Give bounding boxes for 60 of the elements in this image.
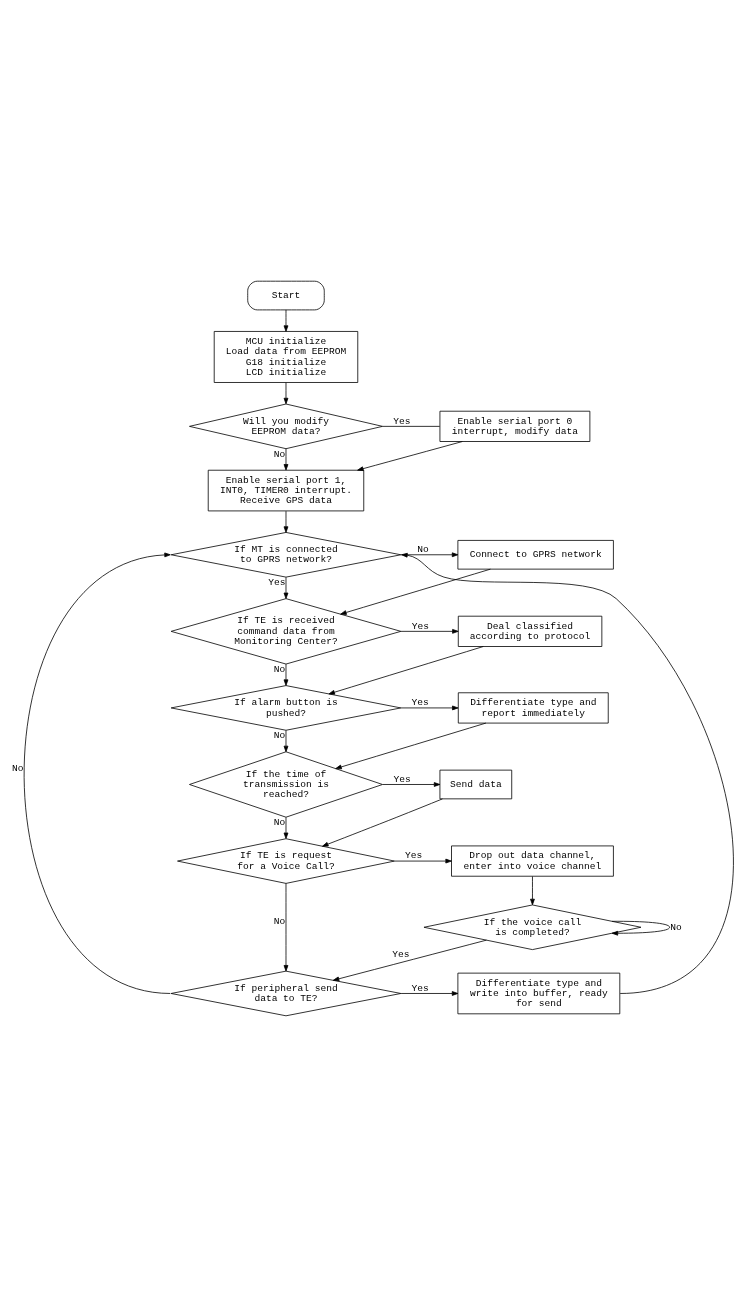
arrow	[328, 646, 484, 695]
arrow	[400, 552, 459, 558]
arrow	[401, 552, 734, 994]
node-box: Start	[247, 280, 325, 311]
node-box: Connect to GPRS network	[457, 540, 614, 570]
arrow	[322, 798, 443, 847]
arrow	[400, 629, 459, 634]
arrow	[382, 782, 441, 787]
edge-label: Yes	[411, 620, 429, 632]
node-box: Deal classified according to protocol	[457, 615, 603, 647]
arrow	[332, 939, 487, 982]
arrow	[335, 722, 487, 770]
arrow	[283, 309, 289, 332]
edge-label: Yes	[411, 982, 429, 994]
edge-label: Yes	[411, 697, 429, 709]
arrow	[283, 576, 289, 599]
node-box: MCU initialize Load data from EEPROM G18 initialize LCD initialize	[213, 331, 359, 383]
node-diamond: If the time of transmission is reached?	[189, 751, 383, 818]
edge-label: No	[273, 730, 286, 742]
arrow	[283, 510, 289, 533]
edge-label: No	[273, 817, 286, 829]
edge-label: Yes	[405, 850, 423, 862]
arrow	[283, 816, 289, 839]
arrow	[283, 663, 289, 686]
node-box: Differentiate type and write into buffer, ready for send	[457, 972, 621, 1015]
edge-label: Yes	[392, 949, 410, 961]
edge-label: Yes	[393, 773, 411, 785]
edge-label: No	[11, 763, 24, 775]
arrow	[394, 858, 452, 864]
arrow	[400, 991, 459, 996]
arrow	[283, 448, 289, 471]
connector	[382, 425, 441, 427]
node-diamond: If MT is connected to GPRS network?	[170, 532, 402, 578]
arrow	[283, 730, 289, 753]
edge-label: No	[273, 916, 286, 928]
edge-label: Yes	[393, 415, 411, 427]
node-diamond: Will you modify EEPROM data?	[189, 403, 383, 450]
node-box: Enable serial port 0 interrupt, modify data	[439, 410, 591, 442]
node-diamond: If peripheral send data to TE?	[170, 970, 402, 1017]
edge-label: No	[417, 544, 429, 556]
node-box: Differentiate type and report immediately	[457, 692, 609, 724]
arrow	[357, 441, 463, 471]
edge-label: Yes	[268, 577, 286, 589]
edge-label: No	[670, 921, 682, 933]
arrow	[611, 920, 671, 936]
node-diamond: If alarm button is pushed?	[170, 685, 402, 731]
node-box: Drop out data channel, enter into voice channel	[451, 845, 614, 877]
edge-label: No	[273, 448, 286, 460]
arrow	[283, 883, 289, 972]
node-diamond: If TE is request for a Voice Call?	[177, 838, 395, 884]
node-box: Enable serial port 1, INT0, TIMER0 interrupt. Receive GPS data	[207, 469, 365, 512]
node-box: Send data	[439, 769, 513, 800]
edge-label: No	[273, 664, 286, 676]
arrow	[340, 568, 491, 615]
arrow	[283, 382, 289, 405]
arrow	[530, 876, 535, 906]
arrow	[400, 705, 459, 711]
node-diamond: If TE is received command data from Monitoring Center?	[170, 598, 402, 665]
node-diamond: If the voice call is completed?	[423, 904, 642, 950]
arrow	[23, 552, 171, 994]
